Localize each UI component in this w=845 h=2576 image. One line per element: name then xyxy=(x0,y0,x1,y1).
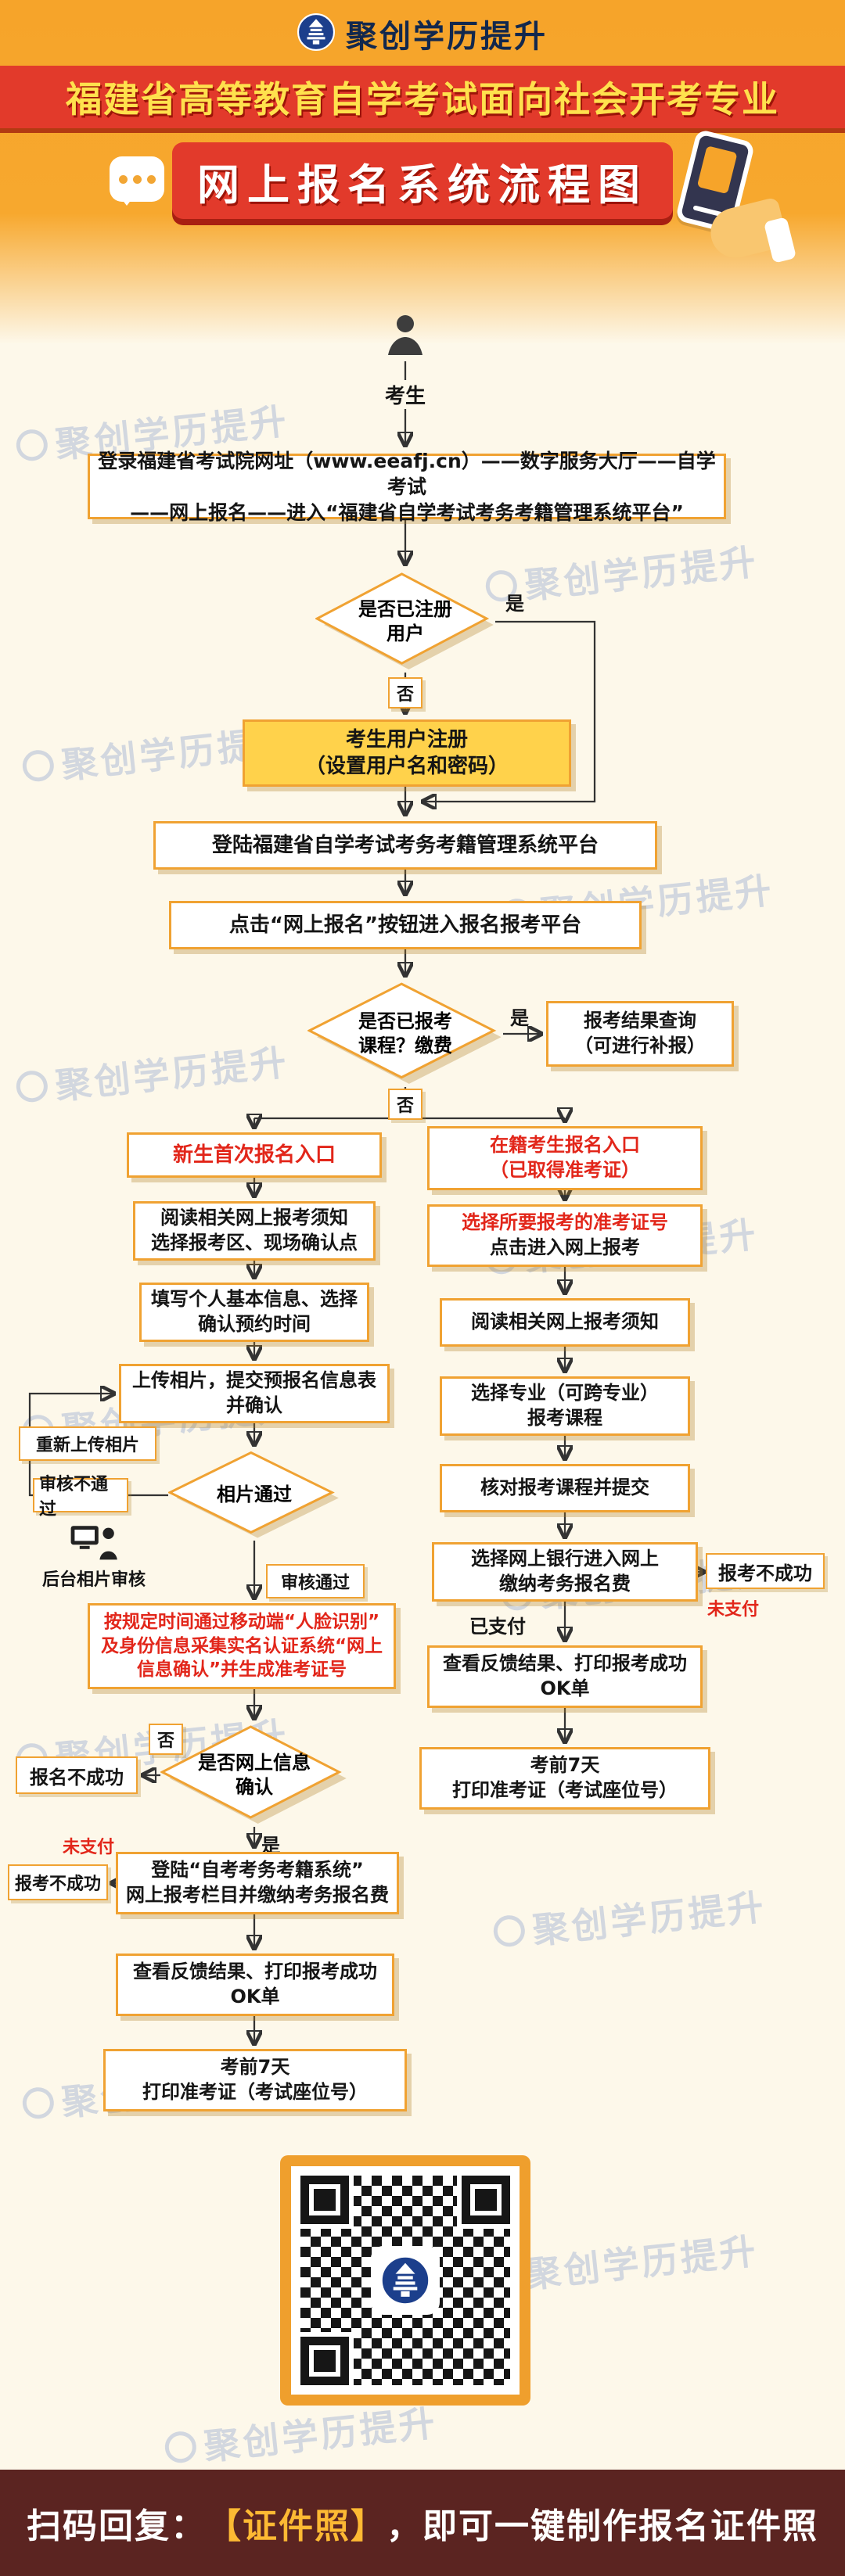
student-icon xyxy=(387,314,424,361)
qr-code xyxy=(280,2155,530,2406)
branch-no-label: 否 xyxy=(388,677,422,709)
actor-label: 考生 xyxy=(379,380,432,409)
qr-center-logo-icon xyxy=(374,2249,437,2312)
decision-photo-pass: 相片通过 xyxy=(168,1450,340,1541)
phone-app xyxy=(696,145,738,195)
step-login-website: 登录福建省考试院网址（www.eeafj.cn）——数字服务大厅——自学考试 —… xyxy=(88,450,726,524)
decision-enrolled: 是否已报考 课程？缴费 xyxy=(307,981,503,1087)
main-title-banner: 福建省高等教育自学考试面向社会开考专业 xyxy=(0,66,845,128)
brand-name: 聚创学历提升 xyxy=(346,19,548,55)
step-select-ticket-no: 选择所要报考的准考证号 点击进入网上报考 xyxy=(427,1204,703,1267)
branch-yes-label: 是 xyxy=(510,1007,529,1029)
chat-bubble-icon xyxy=(110,156,164,206)
chat-dot xyxy=(132,174,142,184)
decision-info-confirmed: 是否网上信息 确认 xyxy=(160,1724,348,1827)
brand: 聚创学历提升 xyxy=(0,11,845,56)
label-review-fail: 审核不通过 xyxy=(33,1475,128,1519)
footer-prefix: 扫码回复： xyxy=(27,2506,207,2546)
label-backend-review: 后台相片审核 xyxy=(42,1570,146,1590)
box-signup-fail: 报名不成功 xyxy=(16,1756,138,1794)
step-pay-left: 登陆“自考考务考籍系统” 网上报考栏目并缴纳考务报名费 xyxy=(116,1852,399,1914)
branch-no-label: 否 xyxy=(388,1089,422,1120)
qr-finder-icon xyxy=(300,2337,349,2385)
step-print-ticket-right: 考前7天 打印准考证（考试座位号） xyxy=(419,1747,710,1810)
box-enroll-fail-right: 报考不成功 xyxy=(706,1553,825,1589)
chat-dot xyxy=(118,174,128,184)
box-enroll-fail-left: 报考不成功 xyxy=(8,1864,108,1900)
step-choose-major: 选择专业（可跨专业） 报考课程 xyxy=(440,1376,690,1436)
qr-finder-icon xyxy=(300,2176,349,2224)
step-upload-photo: 上传相片，提交预报名信息表 并确认 xyxy=(119,1364,390,1423)
subtitle-banner: 网上报名系统流程图 xyxy=(172,142,673,219)
step-click-signup: 点击“网上报名”按钮进入报名报考平台 xyxy=(169,901,642,949)
step-login-platform: 登陆福建省自学考试考务考籍管理系统平台 xyxy=(153,821,657,870)
label-unpaid-left: 未支付 xyxy=(63,1838,115,1857)
step-verify-submit: 核对报考课程并提交 xyxy=(440,1464,690,1512)
chat-dot xyxy=(146,174,156,184)
step-read-notice-right: 阅读相关网上报考须知 xyxy=(440,1298,690,1347)
entry-new-student: 新生首次报名入口 xyxy=(127,1132,382,1178)
branch-yes-label: 是 xyxy=(505,593,524,615)
backend-review-icon xyxy=(69,1523,120,1564)
step-feedback-left: 查看反馈结果、打印报考成功 OK单 xyxy=(116,1954,394,2016)
subtitle: 网上报名系统流程图 xyxy=(197,160,648,210)
step-register-account: 考生用户注册 （设置用户名和密码） xyxy=(243,719,571,787)
step-reupload-photo: 重新上传相片 xyxy=(19,1426,156,1461)
decision-registered: 是否已注册 用户 xyxy=(315,571,495,673)
footer-highlight: 【证件照】 xyxy=(207,2506,387,2546)
step-select-ticket-no-line1: 选择所要报考的准考证号 xyxy=(462,1211,668,1234)
footer-bar: 扫码回复：【证件照】，即可一键制作报名证件照 xyxy=(0,2470,845,2576)
step-result-query: 报考结果查询 （可进行补报） xyxy=(546,1001,734,1067)
step-print-ticket-left: 考前7天 打印准考证（考试座位号） xyxy=(103,2049,407,2111)
brand-logo-icon xyxy=(297,13,335,54)
footer-suffix: ，即可一键制作报名证件照 xyxy=(387,2506,818,2546)
entry-existing-student: 在籍考生报名入口 （已取得准考证） xyxy=(427,1126,703,1190)
branch-no-label: 否 xyxy=(149,1724,183,1755)
phone-in-hand-icon xyxy=(670,128,797,264)
label-paid: 已支付 xyxy=(469,1616,526,1638)
label-review-pass: 审核通过 xyxy=(266,1564,365,1598)
step-select-ticket-no-line2: 点击进入网上报考 xyxy=(490,1236,640,1258)
step-feedback-right: 查看反馈结果、打印报考成功 OK单 xyxy=(427,1645,703,1708)
main-title: 福建省高等教育自学考试面向社会开考专业 xyxy=(66,78,779,120)
qr-finder-icon xyxy=(462,2176,510,2224)
step-fill-info: 填写个人基本信息、选择 确认预约时间 xyxy=(139,1283,369,1342)
step-bank-pay: 选择网上银行进入网上 缴纳考务报名费 xyxy=(432,1542,698,1602)
step-read-notice-left: 阅读相关网上报考须知 选择报考区、现场确认点 xyxy=(133,1201,376,1261)
qr-pattern xyxy=(300,2176,510,2385)
step-online-confirm: 按规定时间通过移动端“人脸识别” 及身份信息采集实名认证系统“网上 信息确认”并… xyxy=(88,1603,396,1689)
label-unpaid-right: 未支付 xyxy=(707,1600,760,1620)
